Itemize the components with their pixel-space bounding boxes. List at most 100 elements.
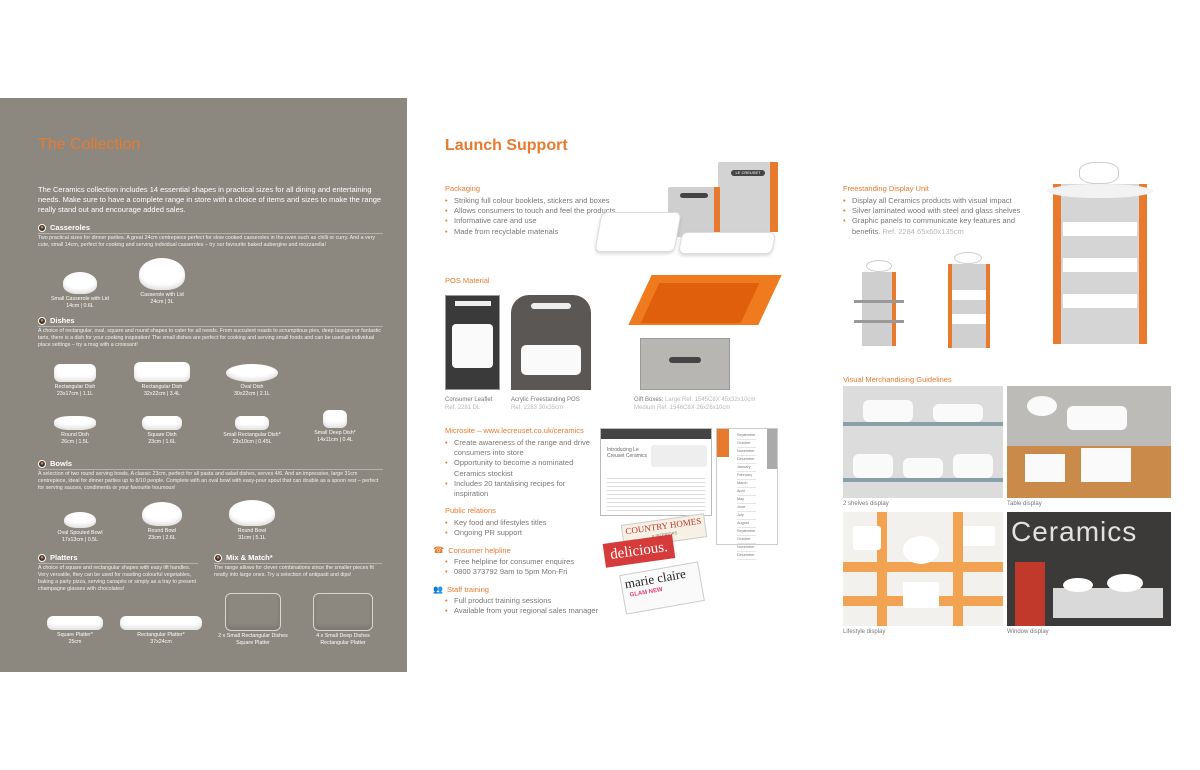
month-item[interactable]: November <box>737 448 756 456</box>
month-item[interactable]: October <box>737 440 756 448</box>
pr-bullets: Key food and lifestyles titles Ongoing P… <box>445 518 595 539</box>
month-item[interactable]: April <box>737 488 756 496</box>
mix-match-heading: ●Mix & Match* <box>214 553 273 562</box>
month-item[interactable]: October <box>737 536 756 544</box>
month-item[interactable]: December <box>737 456 756 464</box>
month-item[interactable]: March <box>737 480 756 488</box>
divider <box>38 469 383 470</box>
freestanding-bullets: Display all Ceramics products with visua… <box>843 196 1043 237</box>
marie-claire-magazine: marie claire GLAM NEW <box>619 561 705 615</box>
platters-heading: ●Platters <box>38 553 78 562</box>
leaflet-dish <box>452 324 493 368</box>
month-item[interactable]: December <box>737 552 756 560</box>
gift-box-lid <box>640 283 760 323</box>
list-item: Allows consumers to touch and feel the p… <box>445 206 625 216</box>
pr-heading: Public relations <box>445 506 496 515</box>
pos-caption-acrylic: Acrylic Freestanding POS Ref. 2283 30x35… <box>511 397 580 411</box>
vm-heading: Visual Merchandising Guidelines <box>843 375 952 384</box>
list-item: Informative care and use <box>445 216 625 226</box>
brand-label: LE CREUSET <box>731 170 765 176</box>
phone-icon: ☎ <box>433 545 445 555</box>
platter-image <box>47 616 103 630</box>
bowl-image <box>229 500 275 526</box>
product-oval-dish: Oval Dish 30x22cm | 2.1L <box>212 364 292 398</box>
dish-image <box>235 416 269 430</box>
helpline-bullets: Free helpline for consumer enquires 0800… <box>445 557 605 578</box>
casserole-image <box>63 272 97 294</box>
bullet-icon: ● <box>38 459 46 468</box>
list-item: Display all Ceramics products with visua… <box>843 196 1043 206</box>
product-small-casserole: Small Casserole with Lid 14cm | 0.6L <box>40 266 120 310</box>
freestanding-heading: Freestanding Display Unit <box>843 184 929 193</box>
product-oval-bowl: Oval Spouted Bowl 17x13cm | 0.5L <box>40 506 120 544</box>
list-item: Create awareness of the range and drive … <box>445 438 595 458</box>
collection-panel: The Collection The Ceramics collection i… <box>0 98 407 672</box>
list-item: 0800 373792 9am to 5pm Mon-Fri <box>445 567 605 577</box>
display-unit-medium-image <box>938 252 998 352</box>
month-item[interactable]: September <box>737 528 756 536</box>
product-rect-dish-small: Rectangular Dish 23x17cm | 1.1L <box>40 364 110 398</box>
list-item: Free helpline for consumer enquires <box>445 557 605 567</box>
bowls-heading: ●Bowls <box>38 459 72 468</box>
dishes-heading: ●Dishes <box>38 316 75 325</box>
casseroles-heading: ●Casseroles <box>38 223 90 232</box>
photo-caption: Table display <box>1007 501 1042 507</box>
helpline-heading: ☎Consumer helpline <box>433 545 511 555</box>
month-item[interactable]: November <box>737 544 756 552</box>
list-item: Available from your regional sales manag… <box>445 606 625 616</box>
product-round-bowl-31: Round Bowl 31cm | 5.1L <box>212 500 292 542</box>
dishes-desc: A choice of rectangular, oval, square an… <box>38 328 382 348</box>
product-round-bowl-23: Round Bowl 23cm | 2.6L <box>122 502 202 542</box>
casserole-image <box>139 258 185 290</box>
brand-label-bar <box>680 193 708 198</box>
divider <box>214 563 382 564</box>
staff-training-bullets: Full product training sessions Available… <box>445 596 625 617</box>
photo-caption: Lifestyle display <box>843 629 886 635</box>
site-header <box>601 429 711 439</box>
dish-image <box>226 364 278 382</box>
launch-support-title: Launch Support <box>445 137 568 154</box>
bowl-image <box>142 502 182 526</box>
gift-box-closed-image <box>640 338 730 390</box>
pos-dish <box>521 345 581 375</box>
product-casserole: Casserole with Lid 24cm | 3L <box>122 258 202 306</box>
site-hero-image <box>651 445 707 467</box>
delicious-magazine: delicious. <box>602 534 676 568</box>
mix-match-desc: The range allows for clever combinations… <box>214 565 374 578</box>
month-item[interactable]: February <box>737 472 756 480</box>
month-item[interactable]: July <box>737 512 756 520</box>
list-item: Striking full colour booklets, stickers … <box>445 196 625 206</box>
photo-caption: Window display <box>1007 629 1049 635</box>
month-item[interactable]: January <box>737 464 756 472</box>
month-item[interactable]: June <box>737 504 756 512</box>
bowl-image <box>64 512 96 528</box>
month-item[interactable]: May <box>737 496 756 504</box>
packaging-box-large: LE CREUSET <box>718 162 778 232</box>
display-unit-small-image <box>848 260 908 350</box>
platter-outline-image <box>225 593 281 631</box>
month-item[interactable]: August <box>737 520 756 528</box>
bullet-icon: ● <box>214 553 222 562</box>
photo-lifestyle <box>843 512 1003 626</box>
list-item: Ongoing PR support <box>445 528 595 538</box>
packaging-dish-image <box>594 212 682 252</box>
packaging-heading: Packaging <box>445 184 481 193</box>
month-item[interactable]: September <box>737 432 756 440</box>
product-round-dish: Round Dish 26cm | 1.5L <box>40 416 110 446</box>
list-item: Silver laminated wood with steel and gla… <box>843 206 1043 216</box>
list-item: Opportunity to become a nominated Cerami… <box>445 458 595 478</box>
list-item: Full product training sessions <box>445 596 625 606</box>
pos-heading: POS Material <box>445 276 490 285</box>
casseroles-desc: Two practical sizes for dinner parties. … <box>38 235 376 248</box>
microsite-heading: Microsite – www.lecreuset.co.uk/ceramics <box>445 426 584 435</box>
dish-image <box>54 416 96 430</box>
display-unit-large-image <box>1043 162 1158 352</box>
staff-training-heading: 👥Staff training <box>433 585 489 594</box>
collection-intro: The Ceramics collection includes 14 esse… <box>38 185 382 214</box>
list-item: Made from recyclable materials <box>445 227 625 237</box>
product-square-platter: Square Platter* 25cm <box>40 616 110 646</box>
consumer-leaflet-image <box>445 295 500 390</box>
divider <box>38 563 198 564</box>
